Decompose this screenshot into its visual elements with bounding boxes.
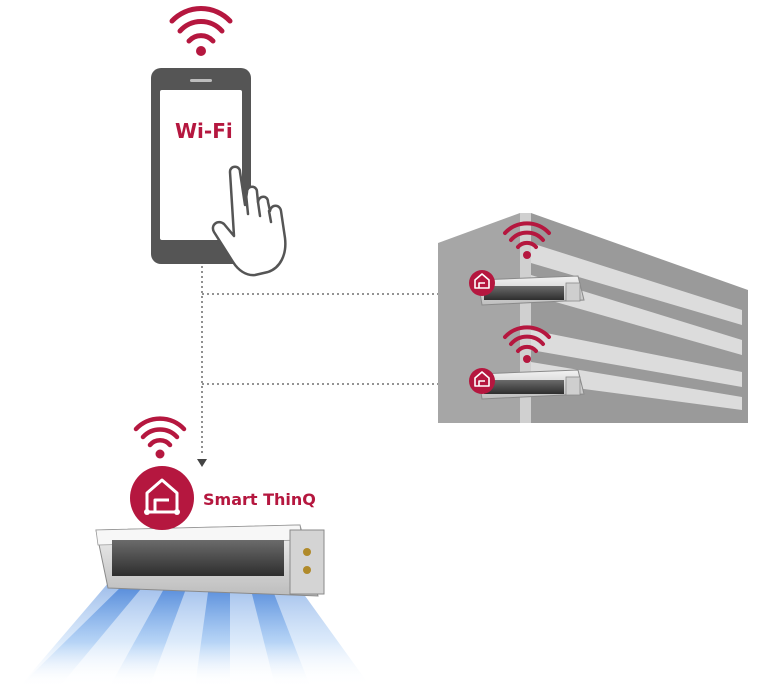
connector-lines: [201, 266, 454, 456]
wifi-icon: [503, 221, 551, 259]
smart-thinq-label: Smart ThinQ: [203, 490, 316, 509]
ducted-ac-unit: [477, 275, 585, 306]
smart-home-icon: [130, 466, 194, 530]
phone-screen-label: Wi-Fi: [175, 119, 233, 143]
arrow-icon: [197, 459, 207, 467]
hand-tap-icon: [211, 165, 287, 277]
wifi-icon: [133, 416, 187, 459]
airflow: [20, 575, 370, 686]
wifi-icon: [503, 325, 551, 363]
smart-home-icon: [469, 270, 495, 296]
building-icon: [438, 213, 748, 423]
smart-home-icon: [469, 368, 495, 394]
ducted-ac-unit: [95, 524, 325, 597]
smartphone-icon: [151, 68, 251, 264]
wifi-icon: [169, 6, 233, 56]
